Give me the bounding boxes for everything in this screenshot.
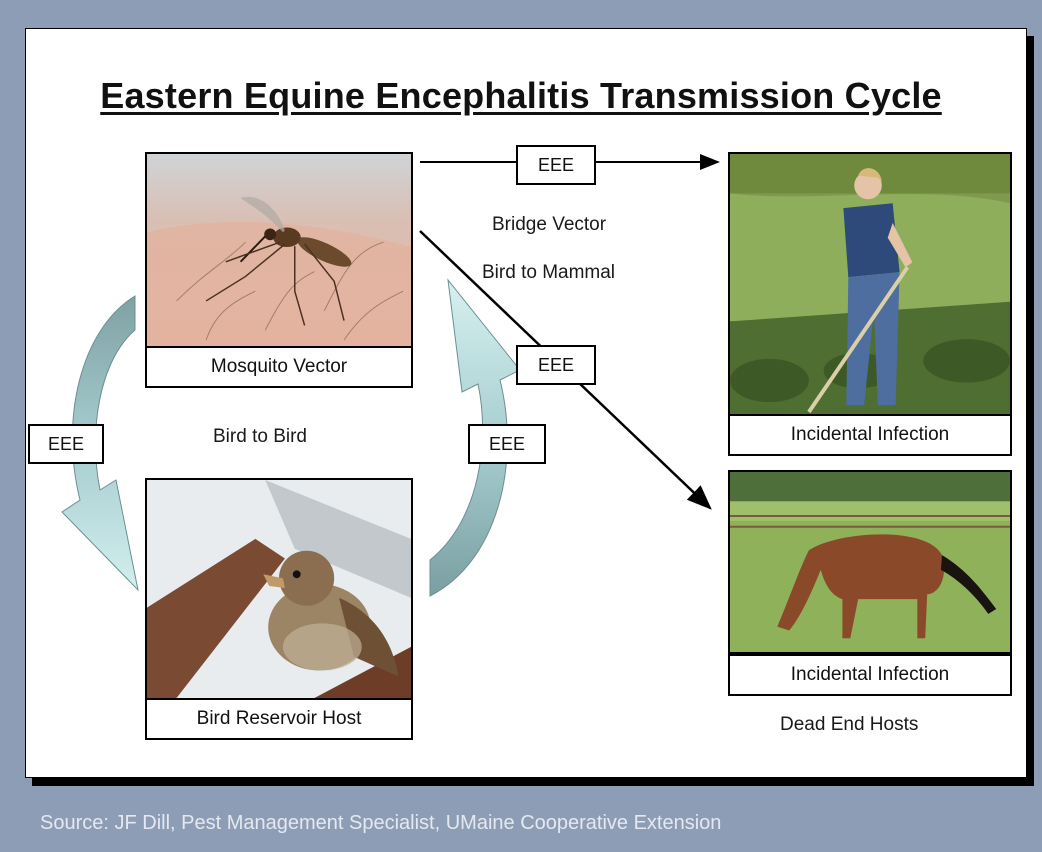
mosquito-label: Mosquito Vector (145, 346, 413, 388)
human-photo (728, 152, 1012, 416)
bird-photo (145, 478, 413, 700)
source-footer: Source: JF Dill, Pest Management Special… (40, 812, 721, 835)
mosquito-photo (145, 152, 413, 348)
eee-tag-right: EEE (468, 424, 546, 464)
horse-photo (728, 470, 1012, 654)
horse-label: Incidental Infection (728, 654, 1012, 696)
bird-label: Bird Reservoir Host (145, 698, 413, 740)
caption-bird-to-bird: Bird to Bird (213, 426, 307, 448)
eee-tag-top: EEE (516, 145, 596, 185)
eee-tag-diagonal: EEE (516, 345, 596, 385)
human-label: Incidental Infection (728, 414, 1012, 456)
eee-tag-left: EEE (28, 424, 104, 464)
caption-dead-end-hosts: Dead End Hosts (780, 714, 918, 736)
caption-bird-to-mammal: Bird to Mammal (482, 262, 615, 284)
caption-bridge-vector: Bridge Vector (492, 214, 606, 236)
diagram-title: Eastern Equine Encephalitis Transmission… (0, 75, 1042, 117)
